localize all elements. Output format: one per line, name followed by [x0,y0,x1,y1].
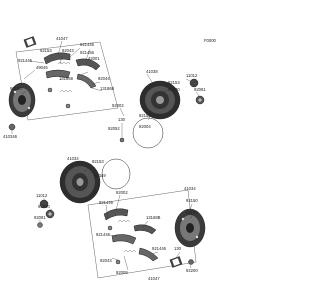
part-label: 92002 [112,103,124,108]
part-label: 92150 [186,198,198,203]
part-label: 92153 [92,159,104,164]
part-number-labels: 41047 921446 92153 92043 921456 42001 92… [3,36,206,281]
lower-seal-ring [101,158,131,190]
part-label: 41034 [184,186,196,191]
part-label: 131868 [100,86,115,91]
part-label: 921446 [18,58,33,63]
part-label: 92153 [40,48,52,53]
lower-cylinder-part [169,256,183,268]
figure-code: F0000 [204,38,217,43]
drum-seal-ring [132,117,164,149]
part-label: 92081 [34,215,46,220]
upper-return-springs [47,61,73,109]
part-label: 921456 [80,50,95,55]
lower-brake-drum [59,160,101,204]
part-label: 92200 [186,268,198,273]
part-label: 41047 [148,276,160,281]
part-label: 921446 [99,200,114,205]
upper-hub-nut [8,123,16,131]
lower-backing-plate [174,208,206,248]
upper-backing-plate [8,82,36,118]
upper-brake-shoe-right [75,58,101,89]
part-label: 92200 [168,87,180,92]
upper-cylinder-part [23,36,37,48]
part-label: 92052 [108,126,120,131]
part-label: 42001 [88,56,100,61]
part-label: 92153 [139,113,151,118]
part-label: 11012 [36,193,48,198]
part-label: 92004 [139,124,151,129]
part-label: 92009 [116,270,128,275]
part-label: 41047 [56,36,68,41]
part-label: 410346 [3,134,18,139]
upper-drum-cap [189,78,205,105]
part-label: 921446 [96,232,111,237]
part-label: 92043 [100,258,112,263]
part-label: 92049 [94,173,106,178]
part-label: 92153 [168,80,180,85]
part-label: 13168B [146,215,161,220]
lower-hub-nut [188,259,194,265]
part-label: 921446 [152,246,167,251]
small-washer [119,137,125,143]
part-label: 92200 [38,204,50,209]
part-label: 921446 [80,42,95,47]
part-label: 41038 [146,69,158,74]
part-label: 131868 [59,76,74,81]
part-label: 11012 [186,73,198,78]
leader-lines [11,40,200,271]
parts-diagram: F0000 [3,36,217,281]
upper-brake-shoe-left [43,52,71,79]
part-label: 41034 [67,156,79,161]
part-label: 92044 [98,76,110,81]
lower-brake-shoe-left [103,208,137,245]
part-label: 92043 [62,48,74,53]
part-label: 130 [118,117,126,122]
part-label: 92081 [194,87,206,92]
lower-brake-shoe-right [133,224,159,262]
part-label: 92002 [116,190,128,195]
lower-shoe-group-box [87,189,197,279]
part-label: 92150 [10,86,22,91]
part-label: 49045 [36,65,48,70]
part-label: 130 [174,246,182,251]
part-label: 92153 [186,210,198,215]
